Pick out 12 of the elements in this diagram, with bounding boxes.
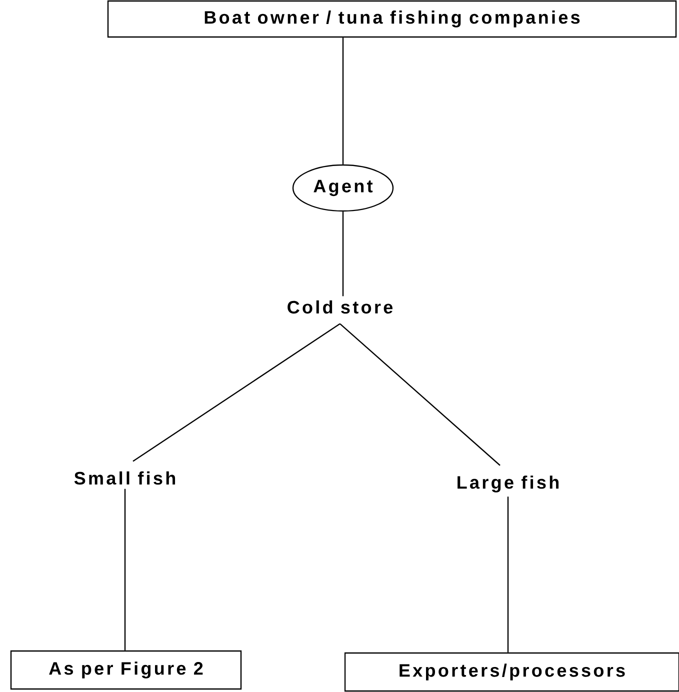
- node-label: Large fish: [458, 476, 559, 492]
- process-box: Boat owner / tuna fishing companies: [107, 0, 677, 38]
- process-box: Exporters/processors: [344, 652, 679, 692]
- connector-line: [124, 488, 126, 650]
- connector-line: [132, 323, 340, 462]
- connector-line: [507, 496, 509, 652]
- node-label: Cold store: [288, 300, 393, 314]
- connector-line: [342, 38, 344, 164]
- process-box: As per Figure 2: [10, 650, 242, 690]
- connector-line: [342, 212, 344, 296]
- node-label: Small fish: [74, 471, 176, 485]
- connector-line: [340, 323, 500, 466]
